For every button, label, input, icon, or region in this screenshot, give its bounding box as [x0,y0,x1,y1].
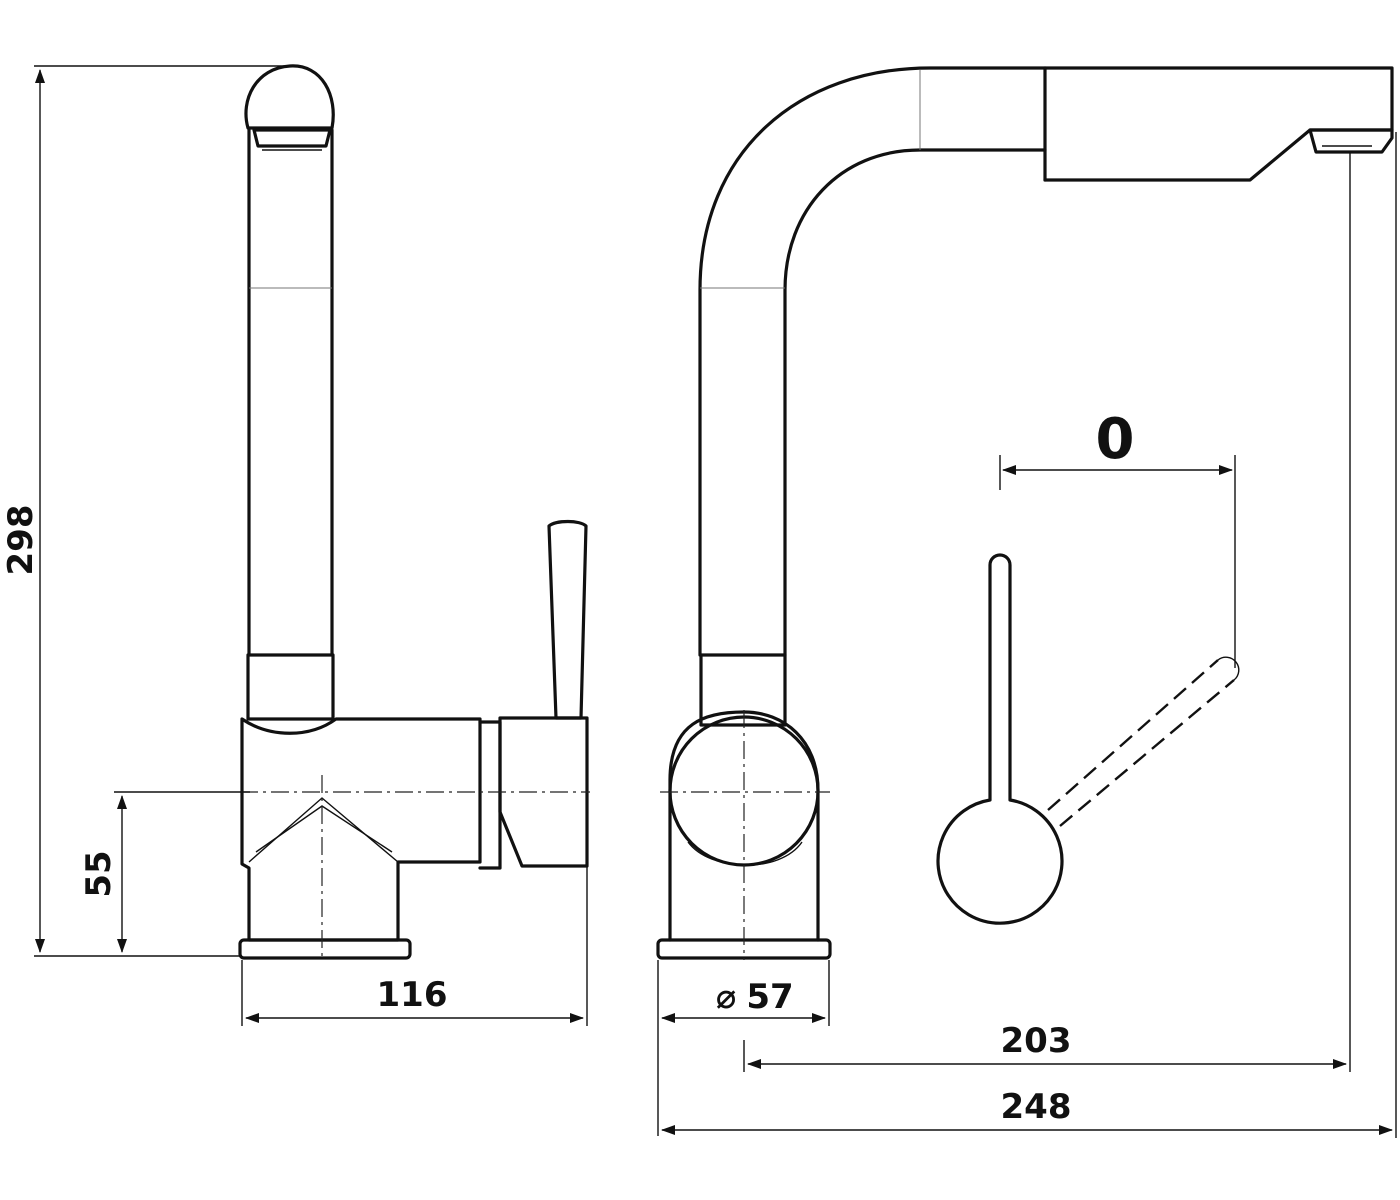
side-aerator [252,128,332,148]
total-length-label: 248 [1001,1087,1072,1127]
lever-swing-detail: 0 [936,407,1240,925]
side-width-label: 116 [377,975,448,1015]
side-body-facet-inner [255,805,393,853]
height-total-label: 298 [1,505,41,576]
side-spout-head [244,64,335,130]
front-lever-disc-shadow [687,841,803,866]
front-collar [699,653,787,727]
base-diameter-label: 57 [746,977,793,1017]
side-cartridge [478,720,502,870]
side-collar [246,653,335,721]
side-body [240,717,482,942]
front-aerator [1308,128,1394,154]
axis-height-label: 55 [79,850,119,897]
front-spout-inner [783,148,1047,657]
side-base-plate [238,938,412,960]
front-spout-outer [698,66,1394,657]
lever-swing-tip [1217,656,1240,681]
dimension-lines: 298 55 116 ⌀ 57 203 248 [1,65,1397,1138]
diameter-symbol: ⌀ [716,977,736,1017]
lever-swing-angle-label: 0 [1096,407,1135,472]
lever-knob-outline [936,553,1064,925]
side-view [238,64,590,960]
lever-swing-inner-edge [1059,679,1235,827]
spout-reach-label: 203 [1001,1021,1072,1061]
front-view [656,66,1394,960]
lever-swing-outer-edge [1047,659,1219,811]
side-lever-handle [547,519,588,720]
